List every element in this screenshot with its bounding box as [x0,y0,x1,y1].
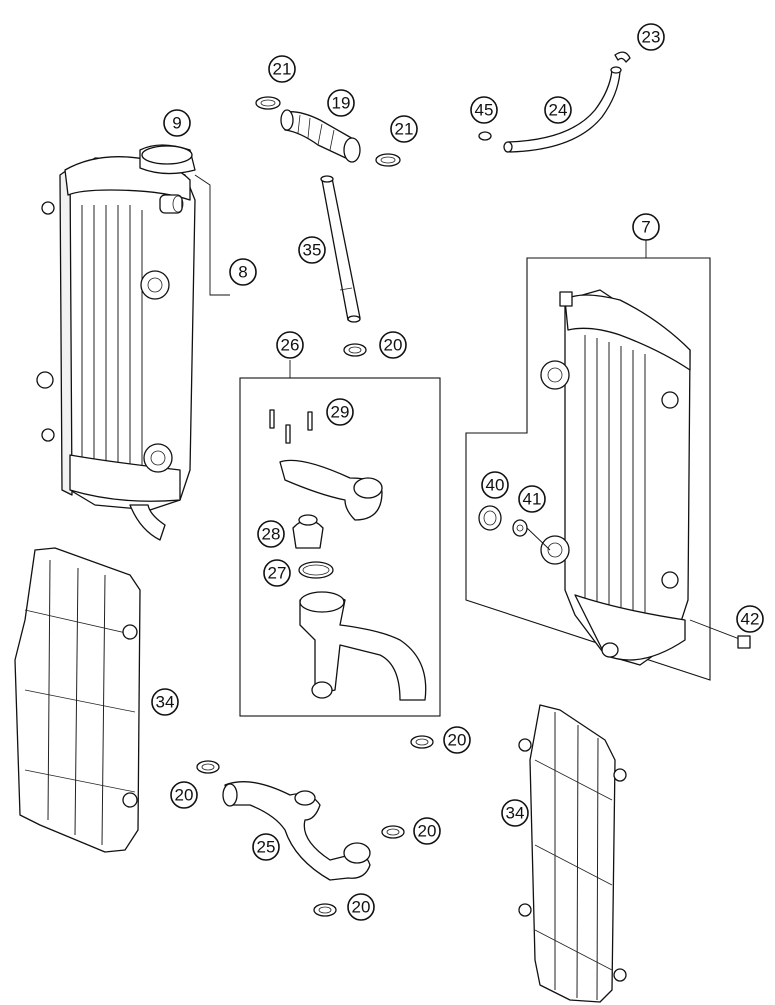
right-guard [518,704,627,1003]
clamp-20-d [381,825,405,839]
callout-19: 19 [327,89,355,117]
callout-35: 35 [298,236,326,264]
clip-23 [614,51,631,63]
callout-9: 9 [163,109,191,137]
thermostat-frame [239,377,441,717]
callout-21-right: 21 [390,115,418,143]
svg-text:41: 41 [523,490,542,509]
svg-text:34: 34 [156,693,175,712]
oring-27 [298,561,334,579]
callout-40: 40 [481,471,509,499]
svg-text:34: 34 [506,804,525,823]
clamp-20-c [196,760,220,774]
svg-text:9: 9 [172,114,181,133]
hose-19 [280,109,361,163]
svg-text:24: 24 [549,101,568,120]
svg-text:26: 26 [281,336,300,355]
thermostat-28 [292,514,324,549]
callout-20-a: 20 [379,331,407,359]
svg-text:7: 7 [641,218,650,237]
callout-41: 41 [518,485,546,513]
svg-text:28: 28 [262,525,281,544]
clamp-21-right [375,153,401,167]
grommet-40 [478,505,502,531]
callout-20-d: 20 [413,817,441,845]
hose-25 [222,781,371,881]
clip-45 [478,131,492,141]
callout-21-top: 21 [268,55,296,83]
bolt-42 [689,619,751,649]
thermostat-lower [299,591,427,701]
callout-34-left: 34 [151,688,179,716]
svg-text:25: 25 [257,838,276,857]
left-guard [14,547,141,853]
svg-text:23: 23 [642,28,661,47]
svg-text:40: 40 [486,476,505,495]
svg-text:45: 45 [475,101,494,120]
svg-text:20: 20 [175,786,194,805]
callout-20-c: 20 [170,781,198,809]
svg-text:42: 42 [741,610,760,629]
svg-text:20: 20 [448,731,467,750]
svg-text:20: 20 [352,898,371,917]
thermostat-upper [279,459,383,521]
left-radiator [36,144,230,541]
callout-7: 7 [632,213,660,241]
washer-41 [512,519,528,537]
callout-24: 24 [544,96,572,124]
callout-28: 28 [257,520,285,548]
hose-24 [503,66,622,153]
callout-29: 29 [326,398,354,426]
clamp-20-e [313,903,337,917]
svg-text:27: 27 [268,564,287,583]
callout-27: 27 [263,559,291,587]
svg-text:21: 21 [273,60,292,79]
pipe-35 [320,175,361,323]
clamp-21-top [255,96,281,110]
callout-45: 45 [470,96,498,124]
svg-text:8: 8 [238,263,247,282]
callout-42: 42 [736,605,764,633]
svg-text:20: 20 [418,822,437,841]
clamp-20-a [343,343,367,357]
svg-text:20: 20 [384,336,403,355]
right-radiator-frame [465,257,711,681]
callout-20-b: 20 [443,726,471,754]
callout-26: 26 [276,331,304,359]
screws-29 [269,409,313,444]
callout-23: 23 [637,23,665,51]
right-radiator [540,289,691,666]
svg-text:35: 35 [303,241,322,260]
clamp-20-b [410,735,434,749]
callout-25: 25 [252,833,280,861]
svg-text:19: 19 [332,94,351,113]
callout-20-e: 20 [347,893,375,921]
callout-8: 8 [229,258,257,286]
svg-text:29: 29 [331,403,350,422]
callout-34-right: 34 [501,799,529,827]
svg-text:21: 21 [395,120,414,139]
